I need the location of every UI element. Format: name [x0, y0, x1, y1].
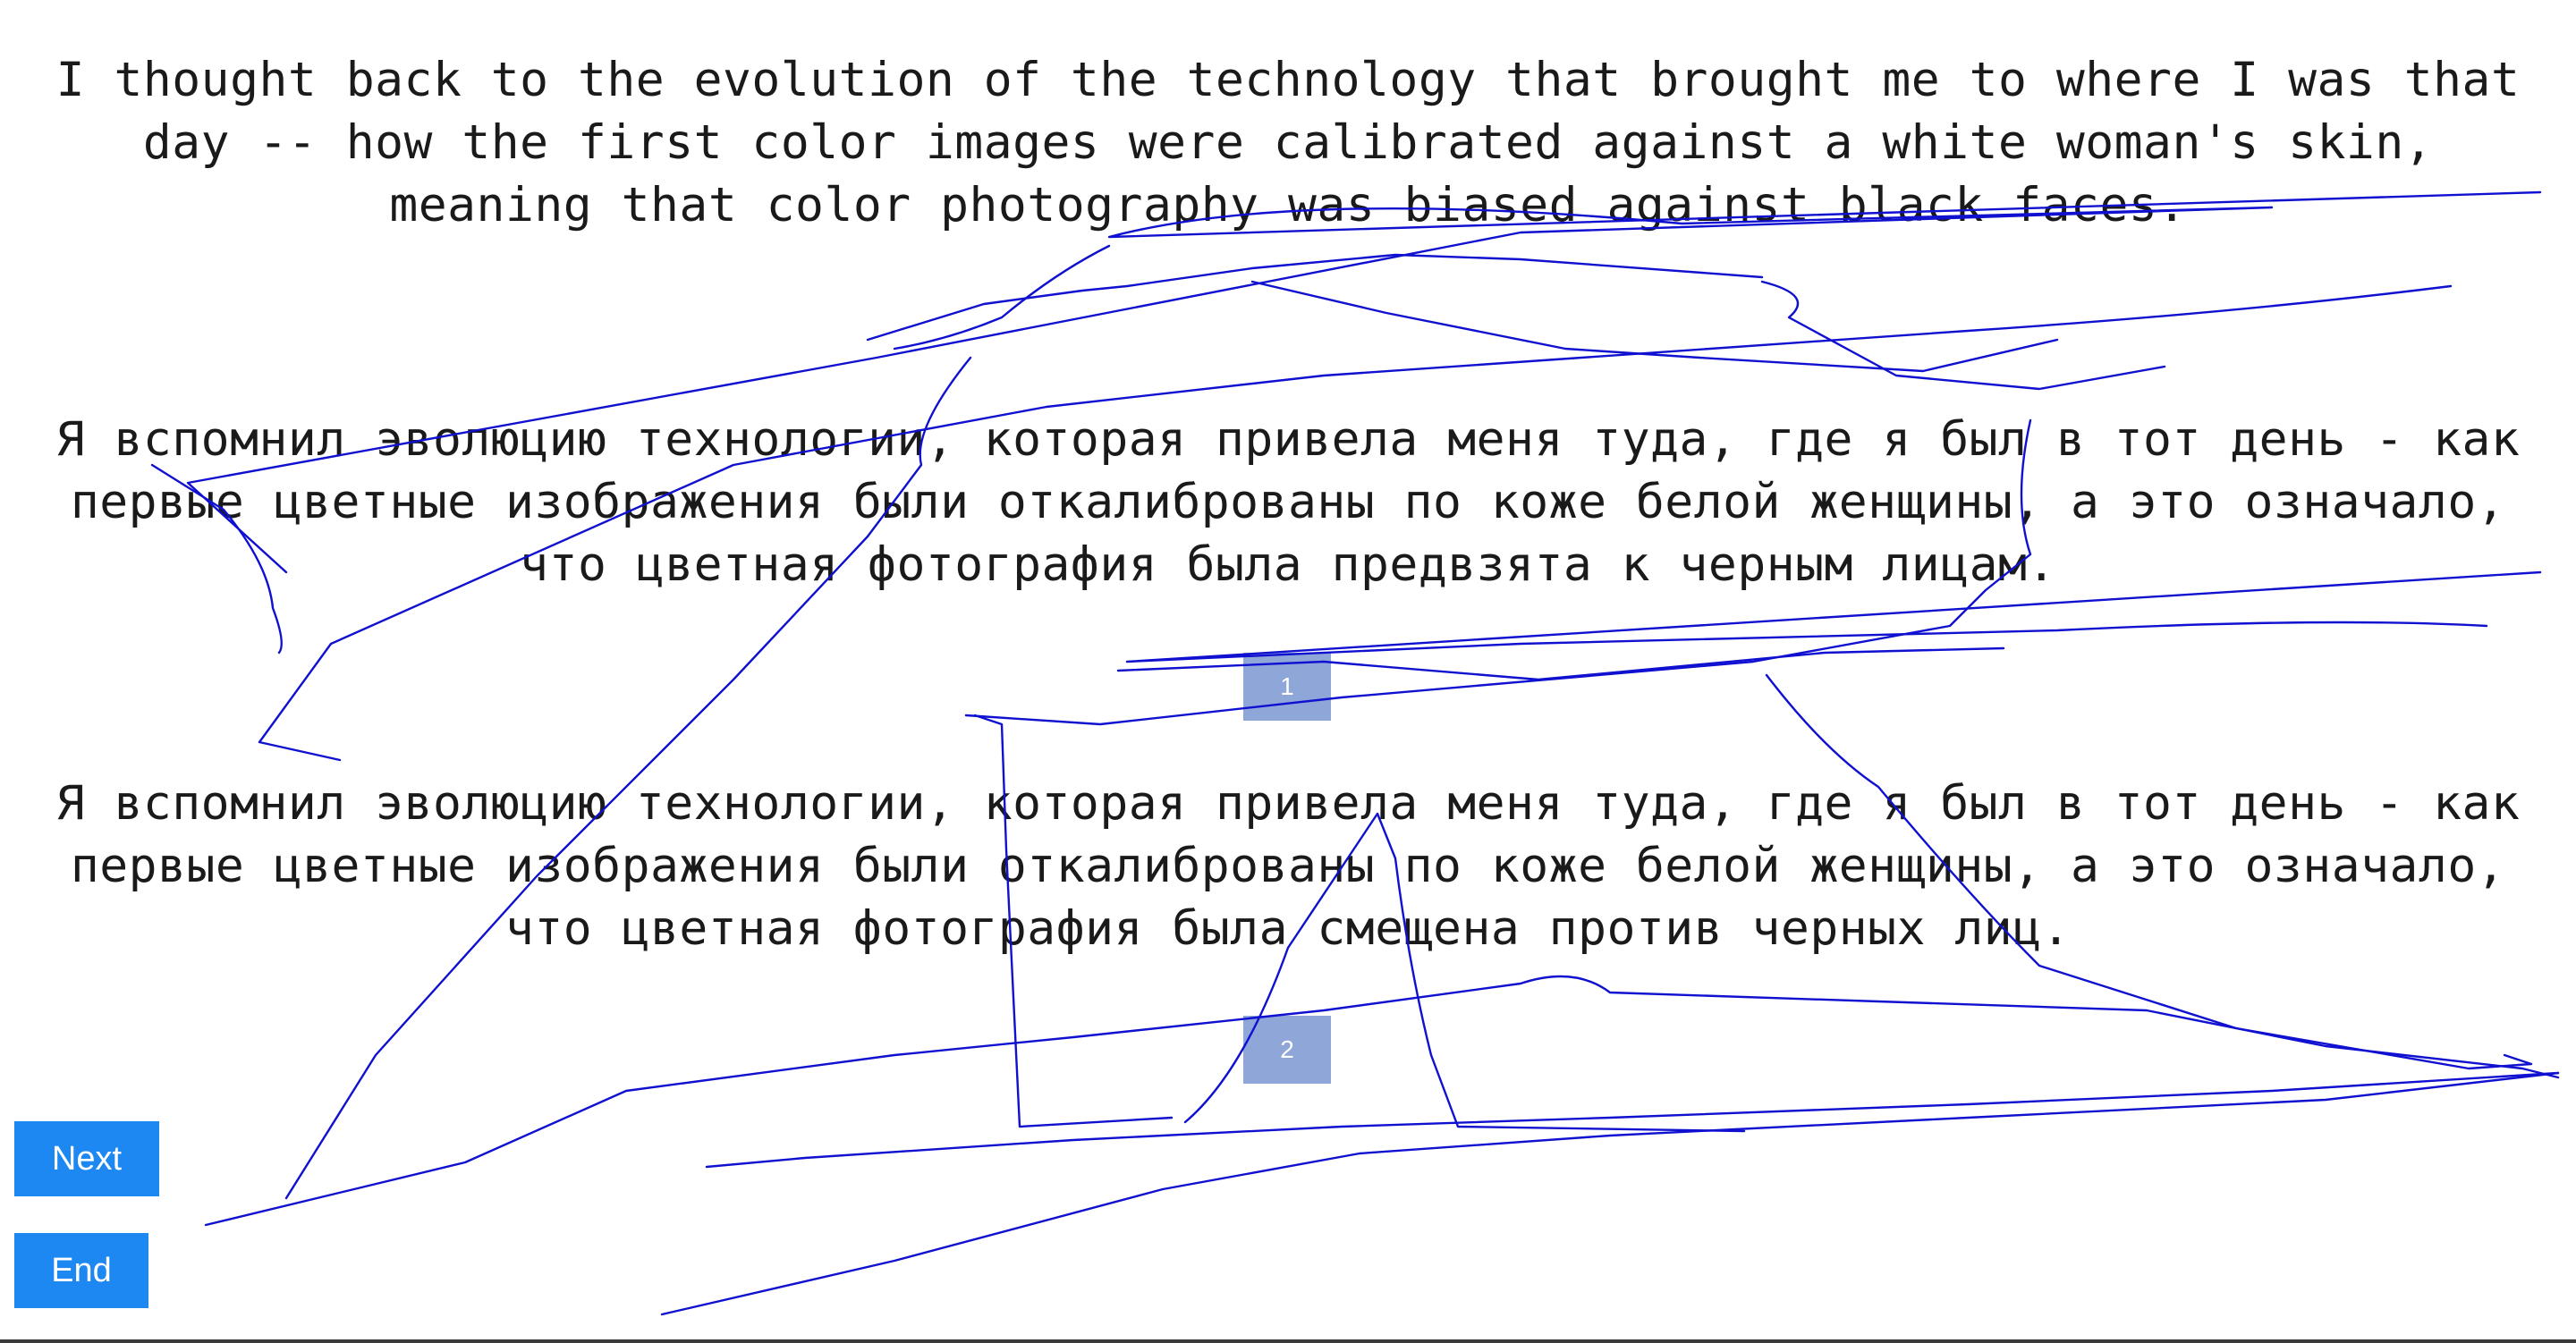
source-passage: I thought back to the evolution of the t…: [0, 49, 2576, 237]
end-button[interactable]: End: [14, 1233, 148, 1308]
translation-line: что цветная фотография была предвзята к …: [520, 537, 2056, 592]
bottom-divider: [0, 1339, 2576, 1343]
translation-option-1: Я вспомнил эволюцию технологии, которая …: [0, 409, 2576, 596]
choice-1-button[interactable]: 1: [1243, 653, 1331, 721]
source-line: meaning that color photography was biase…: [389, 178, 2187, 232]
translation-line: что цветная фотография была смещена прот…: [504, 901, 2072, 956]
source-line: day -- how the first color images were c…: [142, 115, 2434, 170]
choice-2-button[interactable]: 2: [1243, 1016, 1331, 1084]
translation-option-2: Я вспомнил эволюцию технологии, которая …: [0, 773, 2576, 960]
source-line: I thought back to the evolution of the t…: [55, 53, 2521, 107]
translation-line: Я вспомнил эволюцию технологии, которая …: [55, 412, 2521, 467]
translation-line: Я вспомнил эволюцию технологии, которая …: [55, 776, 2521, 831]
translation-line: первые цветные изображения были откалибр…: [70, 475, 2506, 529]
next-button[interactable]: Next: [14, 1121, 159, 1196]
translation-line: первые цветные изображения были откалибр…: [70, 839, 2506, 893]
